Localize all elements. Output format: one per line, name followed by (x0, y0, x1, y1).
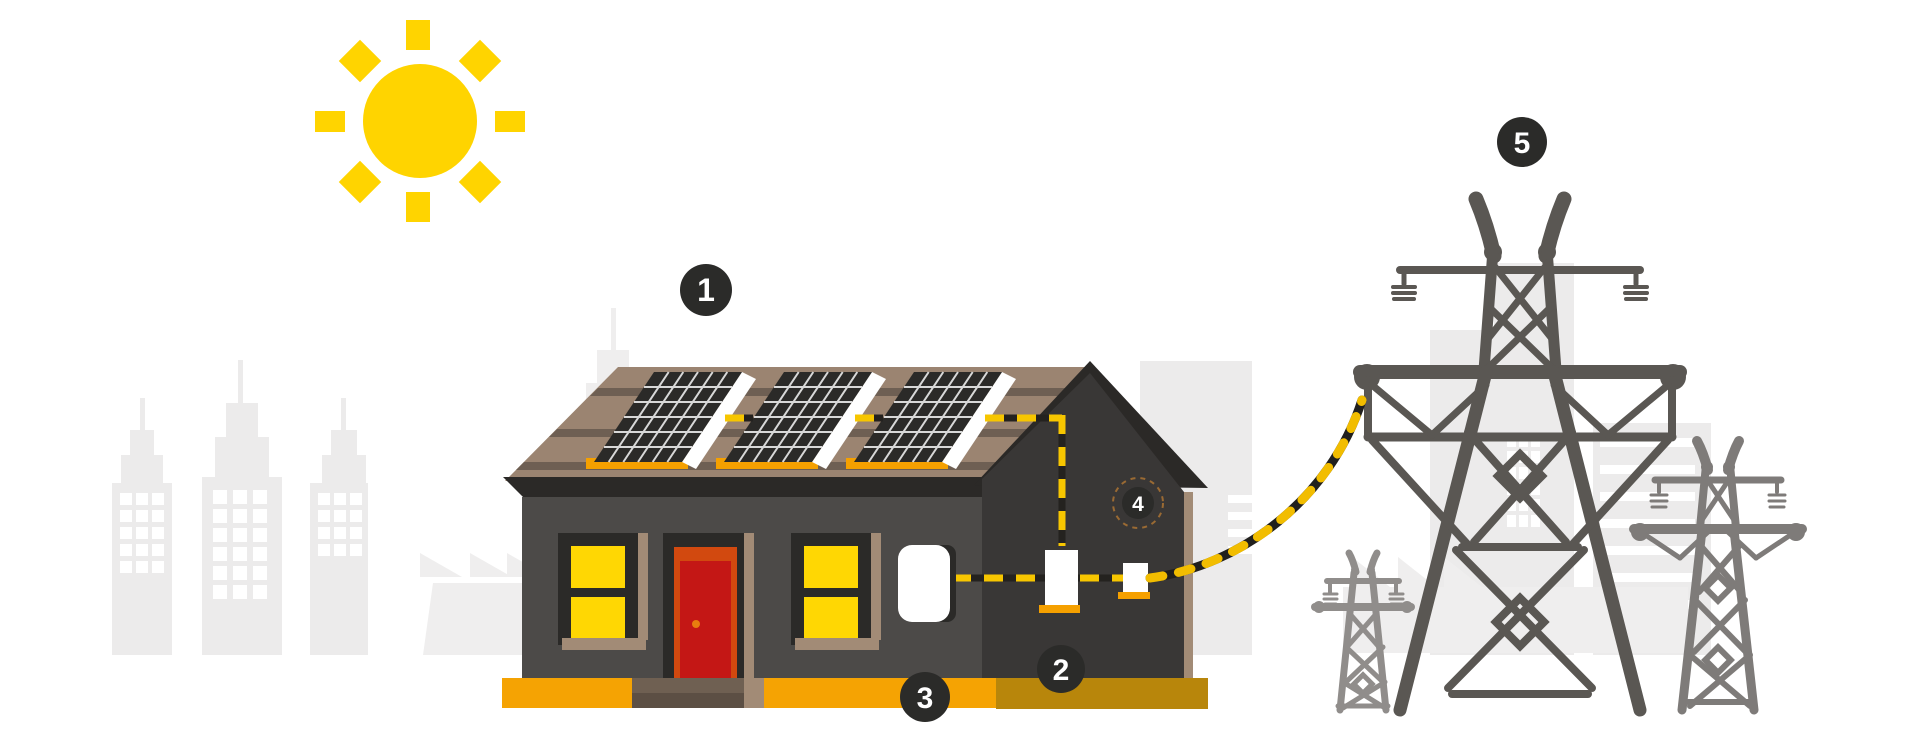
battery-unit (898, 545, 956, 622)
meter-unit (1118, 563, 1150, 599)
step-badge-3[interactable]: 3 (900, 672, 950, 722)
step-badge-2[interactable]: 2 (1037, 645, 1085, 693)
step-badge-1[interactable]: 1 (680, 264, 732, 316)
ground-strip (502, 678, 1208, 709)
inverter-unit (1039, 550, 1080, 613)
power-line-cable (1145, 395, 1367, 583)
step-number: 4 (1132, 493, 1144, 516)
pylon-main-icon (1353, 191, 1687, 717)
step-number: 1 (697, 272, 715, 308)
gable-wall (982, 373, 1184, 678)
pylon-small-icon (1311, 549, 1415, 714)
factory-icon (420, 553, 549, 655)
door-icon (663, 533, 754, 678)
skyscraper-icon (112, 398, 172, 655)
window-icon (791, 533, 881, 650)
roof-eave (503, 477, 982, 497)
step-badge-5[interactable]: 5 (1497, 117, 1547, 167)
porch-steps (622, 678, 764, 708)
pylon-right-icon (1629, 436, 1807, 715)
step-number: 3 (917, 682, 934, 715)
step-badge-4[interactable]: 4 (1112, 477, 1164, 529)
window-icon (558, 533, 648, 650)
sun-icon (315, 20, 525, 222)
step-number: 2 (1053, 654, 1070, 687)
skyscraper-icon (310, 398, 368, 655)
gable-trim (1184, 492, 1193, 678)
skyscraper-icon (202, 360, 282, 655)
city-skyline-left (112, 308, 640, 655)
step-number: 5 (1514, 127, 1531, 160)
house-illustration (502, 361, 1208, 709)
